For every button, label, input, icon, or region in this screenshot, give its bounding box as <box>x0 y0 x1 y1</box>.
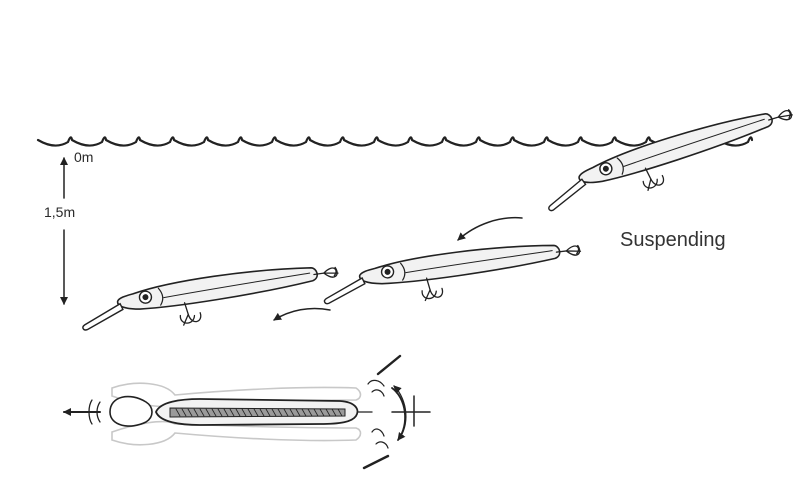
water-surface-waves <box>36 136 754 147</box>
lure-top-view <box>109 382 373 446</box>
depth-range-label: 1,5m <box>44 204 76 220</box>
lure-icon <box>319 236 585 314</box>
wobble-arrow-icon <box>362 354 431 470</box>
suspending-label: Suspending <box>620 229 726 251</box>
curved-arrow-icon <box>457 216 523 241</box>
direction-arrow-icon <box>63 399 101 425</box>
lure-icon <box>77 258 343 340</box>
depth-top-label: 0m <box>74 149 94 165</box>
curved-arrow-icon <box>273 307 331 321</box>
lure-icon <box>538 100 800 221</box>
